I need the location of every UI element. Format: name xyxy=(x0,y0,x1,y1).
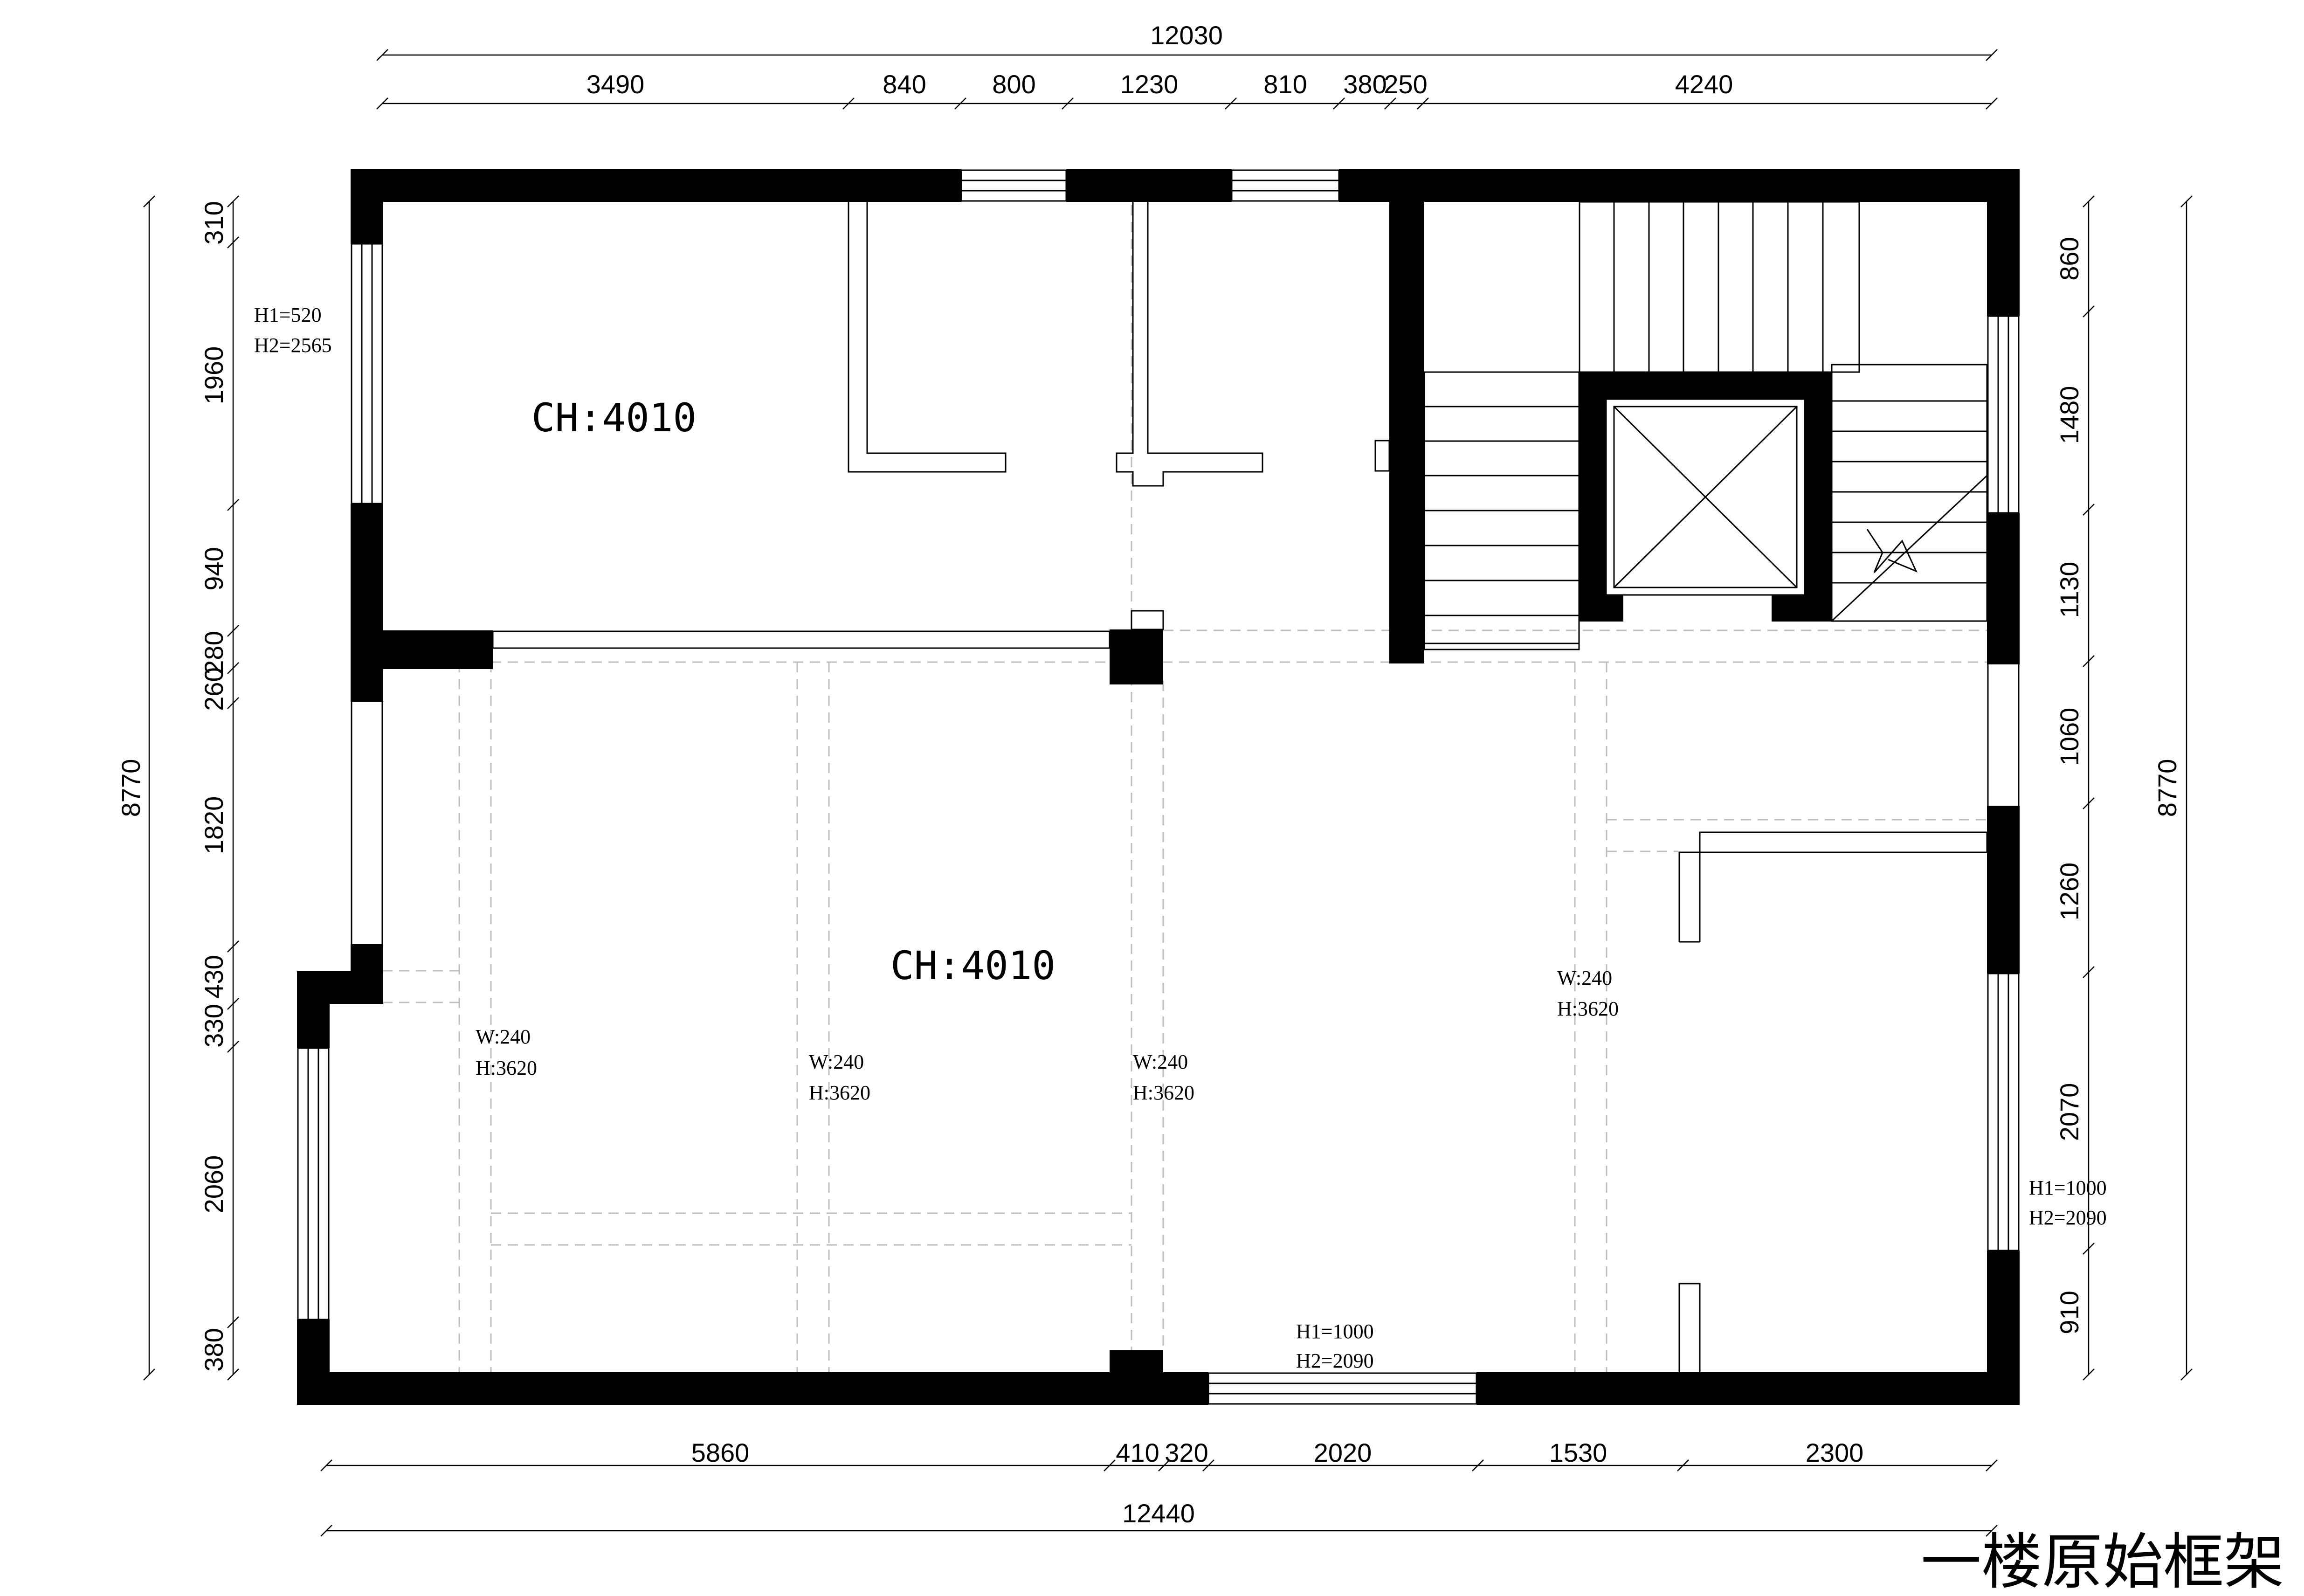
dim-bottom-3: 320 xyxy=(1165,1438,1208,1467)
partitions xyxy=(848,202,1988,1374)
dim-bottom-2: 410 xyxy=(1116,1438,1159,1467)
dimension-lines xyxy=(143,49,2193,1537)
beam-width-label: W:240 xyxy=(809,1050,864,1073)
beam-height-label: H:3620 xyxy=(476,1057,537,1079)
drawing-title: 一楼原始框架 xyxy=(1921,1527,2284,1596)
dim-bottom-4: 2020 xyxy=(1314,1438,1372,1467)
window-h2-label: H2=2565 xyxy=(254,334,332,357)
windows xyxy=(297,169,2020,1405)
dim-top-2: 840 xyxy=(883,69,926,99)
dim-left-5: 260 xyxy=(199,667,228,711)
elevator xyxy=(1605,398,1806,596)
beam-width-label: W:240 xyxy=(1557,967,1612,989)
ceiling-height-label: CH:4010 xyxy=(531,395,697,441)
dim-top-6: 380 xyxy=(1343,69,1387,99)
window-h1-label: H1=520 xyxy=(254,304,322,326)
dim-top-5: 810 xyxy=(1263,69,1307,99)
stairs xyxy=(1423,201,1988,650)
dim-top-4: 1230 xyxy=(1120,69,1179,99)
dim-top-3: 800 xyxy=(992,69,1035,99)
dim-right-5: 1260 xyxy=(2055,863,2084,921)
beam-width-label: W:240 xyxy=(476,1025,531,1048)
dim-bottom-total: 12440 xyxy=(1122,1499,1195,1528)
window-h1-label: H1=1000 xyxy=(1296,1320,1374,1343)
dimension-labels: 12030 3490 840 800 1230 810 380 250 4240… xyxy=(116,21,2182,1528)
dim-top-8: 4240 xyxy=(1675,69,1733,99)
dim-left-10: 380 xyxy=(199,1328,228,1371)
beam-lines xyxy=(382,205,1987,1373)
dim-left-total: 8770 xyxy=(116,759,145,817)
window-h1-label: H1=1000 xyxy=(2029,1176,2107,1199)
dim-left-4: 280 xyxy=(199,631,228,674)
dim-right-4: 1060 xyxy=(2055,708,2084,766)
dim-right-7: 910 xyxy=(2055,1291,2084,1334)
dim-bottom-1: 5860 xyxy=(691,1438,750,1467)
dim-right-6: 2070 xyxy=(2055,1083,2084,1141)
dim-left-9: 2060 xyxy=(199,1155,228,1214)
beam-annotations: W:240 H:3620 W:240 H:3620 W:240 H:3620 W… xyxy=(476,967,1619,1104)
dim-left-3: 940 xyxy=(199,547,228,590)
dim-bottom-6: 2300 xyxy=(1806,1438,1864,1467)
window-h2-label: H2=2090 xyxy=(2029,1206,2107,1229)
ceiling-height-label: CH:4010 xyxy=(890,943,1055,988)
dim-top-1: 3490 xyxy=(586,69,645,99)
dim-left-2: 1960 xyxy=(199,346,228,405)
dim-bottom-5: 1530 xyxy=(1549,1438,1607,1467)
dim-top-7: 250 xyxy=(1384,69,1427,99)
walls xyxy=(297,169,2020,1405)
dim-right-2: 1480 xyxy=(2055,386,2084,444)
dim-left-6: 1820 xyxy=(199,796,228,855)
beam-height-label: H:3620 xyxy=(1133,1081,1194,1104)
dim-right-total: 8770 xyxy=(2152,759,2182,817)
dim-left-7: 430 xyxy=(199,955,228,998)
dim-left-8: 330 xyxy=(199,1004,228,1047)
dim-left-1: 310 xyxy=(199,201,228,244)
window-annotations: H1=520 H2=2565 H1=1000 H2=2090 H1=1000 H… xyxy=(254,304,2107,1372)
beam-width-label: W:240 xyxy=(1133,1050,1188,1073)
beam-height-label: H:3620 xyxy=(1557,997,1619,1020)
window-h2-label: H2=2090 xyxy=(1296,1349,1374,1372)
dim-top-total: 12030 xyxy=(1150,21,1223,50)
dim-right-1: 860 xyxy=(2055,237,2084,280)
dim-right-3: 1130 xyxy=(2055,562,2084,618)
beam-height-label: H:3620 xyxy=(809,1081,870,1104)
